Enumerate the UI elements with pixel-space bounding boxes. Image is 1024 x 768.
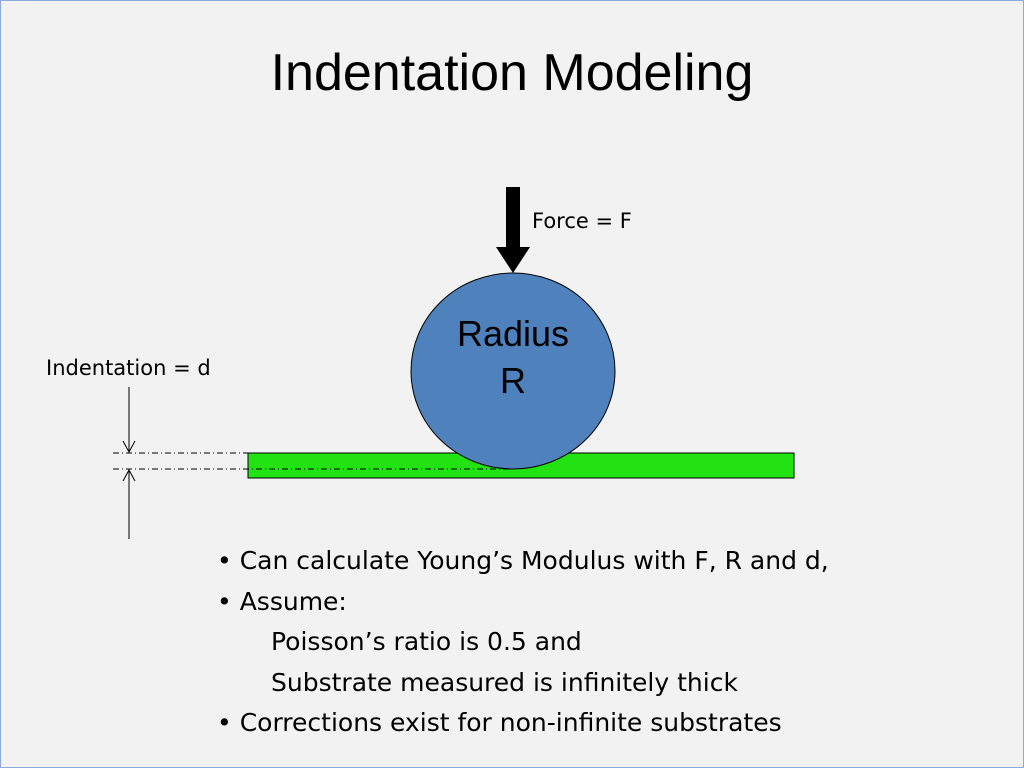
bullet-glyph: • <box>217 546 232 575</box>
bullet-item: • Assume: <box>217 582 977 623</box>
bullet-glyph: • <box>217 586 232 616</box>
sphere-label-r: R <box>500 360 526 401</box>
sphere-label-radius: Radius <box>457 313 569 354</box>
force-label: Force = F <box>532 209 632 233</box>
force-arrow-shaft <box>506 187 520 249</box>
bullet-glyph: • <box>217 708 232 737</box>
indentation-bottom-arrow <box>122 468 136 539</box>
bullet-text: Assume: <box>239 586 347 616</box>
bullet-text: Corrections exist for non-infinite subst… <box>239 708 782 737</box>
force-arrow <box>496 187 530 273</box>
sub-item: Poisson’s ratio is 0.5 and <box>271 627 582 656</box>
bullet-list: • Can calculate Young’s Modulus with F, … <box>217 541 977 744</box>
bullet-text: Can calculate Young’s Modulus with F, R … <box>239 546 829 575</box>
bullet-item: • Can calculate Young’s Modulus with F, … <box>217 541 977 582</box>
slide-title: Indentation Modeling <box>270 44 754 102</box>
indentation-top-arrow <box>122 387 136 454</box>
force-arrow-head <box>496 247 530 273</box>
sub-item: Substrate measured is infinitely thick <box>271 667 738 697</box>
sphere-indenter <box>410 272 616 470</box>
bullet-item: • Corrections exist for non-infinite sub… <box>217 703 977 744</box>
indentation-label: Indentation = d <box>46 356 211 380</box>
